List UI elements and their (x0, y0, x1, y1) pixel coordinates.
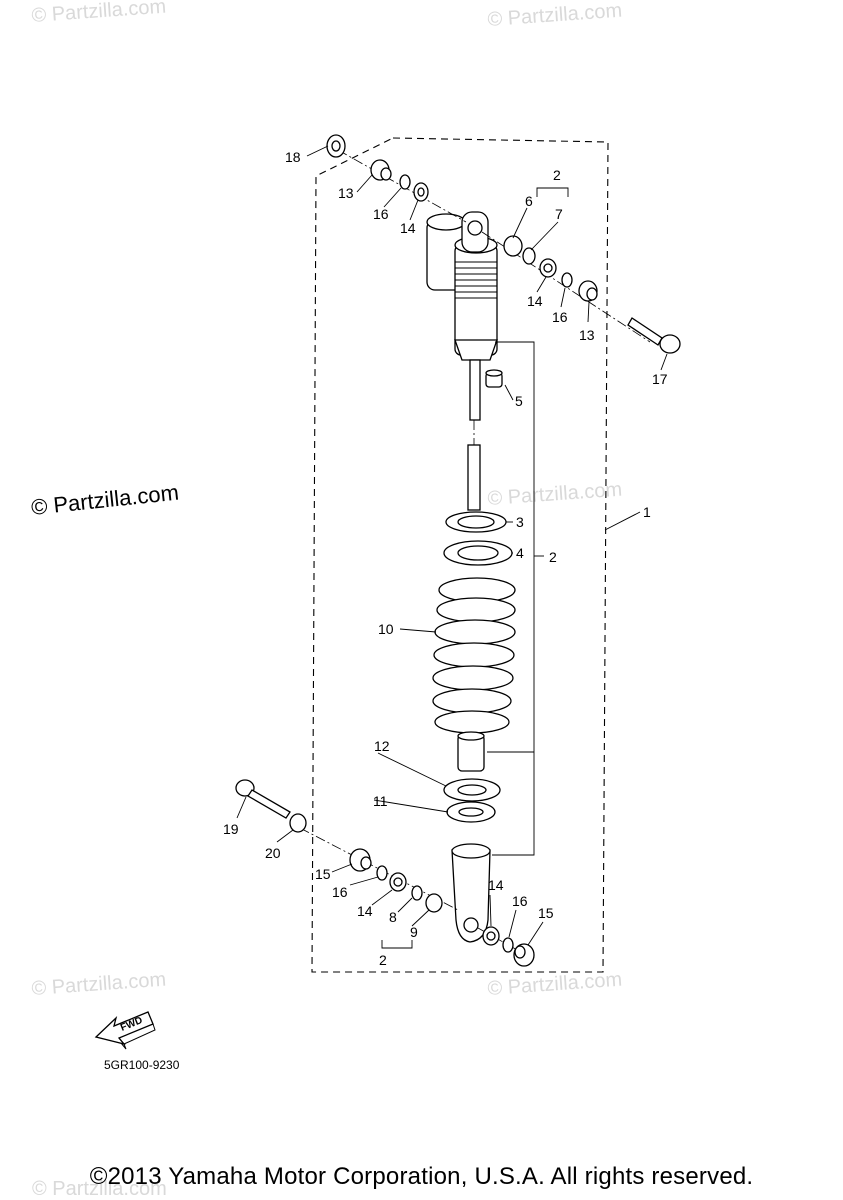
callout-15-lower-left: 15 (315, 866, 331, 882)
leader-lines (236, 145, 668, 946)
callout-13-upper-right: 13 (579, 327, 595, 343)
washer-20 (289, 813, 307, 833)
lower-right-hardware (482, 926, 535, 967)
callout-18: 18 (285, 149, 301, 165)
callout-16-upper-right: 16 (552, 309, 568, 325)
watermark: © Partzilla.com (487, 479, 623, 510)
callout-15-lower-right: 15 (538, 905, 554, 921)
callout-5: 5 (515, 393, 523, 409)
callout-16-lower-left: 16 (332, 884, 348, 900)
spring-10 (432, 577, 516, 734)
upper-right-hardware (503, 235, 598, 302)
watermark-dark: © Partzilla.com (30, 480, 180, 520)
adjuster-rings (443, 511, 513, 566)
lower-clevis (451, 843, 491, 943)
watermark: © Partzilla.com (31, 0, 167, 27)
callout-3: 3 (516, 514, 524, 530)
fitting-5 (485, 369, 503, 388)
group-bracket-2 (381, 187, 569, 949)
piston-rod (467, 359, 481, 511)
callout-7: 7 (555, 206, 563, 222)
copyright-notice: ©2013 Yamaha Motor Corporation, U.S.A. A… (89, 1163, 754, 1190)
callout-14-lower-right: 14 (488, 877, 504, 893)
callout-16-lower-right: 16 (512, 893, 528, 909)
watermark: © Partzilla.com (31, 969, 167, 1000)
diagram-code: 5GR100-9230 (104, 1058, 180, 1072)
callout-12: 12 (374, 738, 390, 754)
callout-19: 19 (223, 821, 239, 837)
fwd-arrow-icon: FWD (94, 1011, 156, 1050)
upper-left-hardware (326, 134, 429, 202)
watermarks: © Partzilla.com © Partzilla.com © Partzi… (30, 0, 623, 1200)
callout-14-upper-left: 14 (400, 220, 416, 236)
bolt-19 (235, 779, 291, 819)
callout-8: 8 (389, 909, 397, 925)
callout-2-mid: 2 (549, 549, 557, 565)
shock-upper-body (426, 211, 498, 361)
callout-2-top: 2 (553, 167, 561, 183)
callout-1: 1 (643, 504, 651, 520)
watermark: © Partzilla.com (487, 0, 623, 31)
callout-17: 17 (652, 371, 668, 387)
callout-16-upper-left: 16 (373, 206, 389, 222)
callout-14-upper-right: 14 (527, 293, 543, 309)
callout-11: 11 (373, 793, 388, 809)
watermark: © Partzilla.com (487, 969, 623, 1000)
assembly-boundary (311, 137, 609, 973)
callout-13-upper-left: 13 (338, 185, 354, 201)
callout-2-bottom: 2 (379, 952, 387, 968)
callouts: 1 2 2 2 3 4 5 6 7 8 9 10 11 12 13 13 14 … (223, 149, 668, 968)
callout-10: 10 (378, 621, 394, 637)
callout-9: 9 (410, 924, 418, 940)
upper-right-axis (481, 231, 651, 343)
bolt-17 (627, 317, 681, 354)
lower-left-hardware (349, 848, 443, 913)
callout-20: 20 (265, 845, 281, 861)
watermark: © Partzilla.com (32, 1178, 167, 1200)
callout-4: 4 (516, 545, 524, 561)
thread-section (455, 261, 497, 299)
callout-14-lower-left: 14 (357, 903, 373, 919)
leader-1 (604, 511, 641, 531)
spring-seat-parts (443, 731, 501, 823)
callout-6: 6 (525, 193, 533, 209)
